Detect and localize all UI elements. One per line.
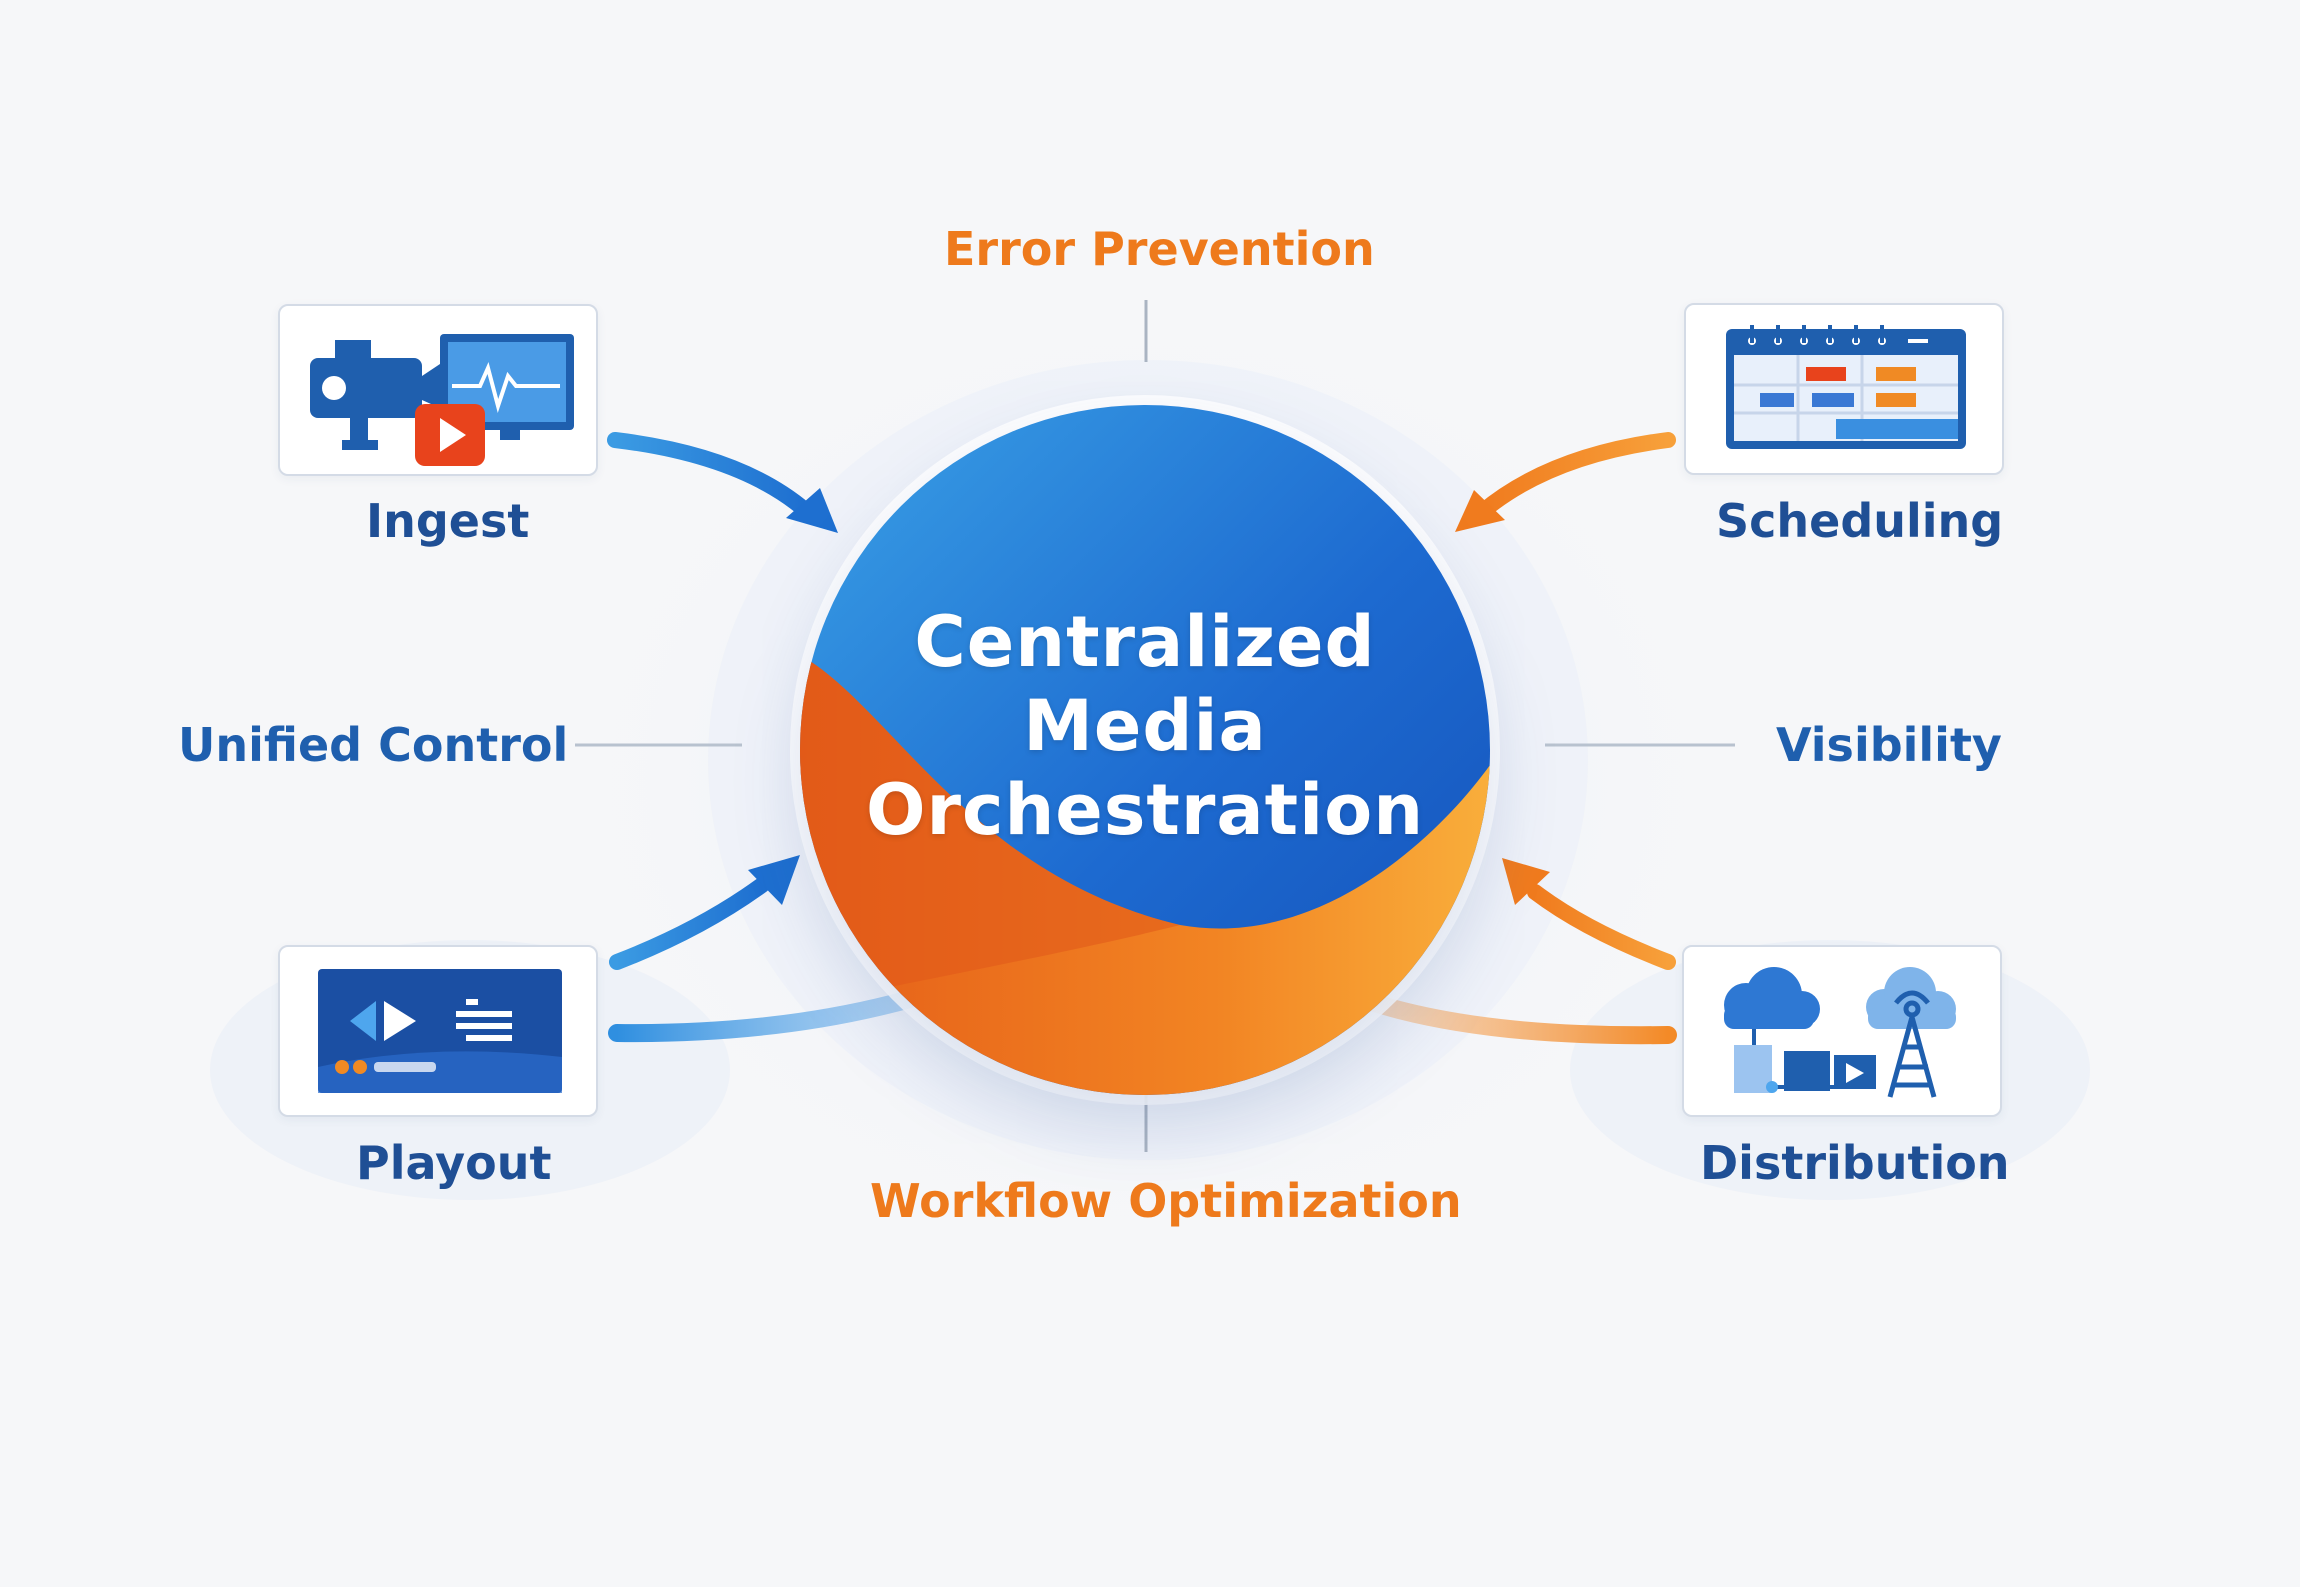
aspect-error-prevention: Error Prevention: [944, 222, 1375, 276]
playout-label: Playout: [356, 1136, 552, 1190]
scheduling-card: [1684, 303, 2004, 475]
hub-title-line-2: Media: [1023, 685, 1267, 767]
playout-arrowhead: [748, 855, 800, 905]
hub-title-line-3: Orchestration: [865, 769, 1425, 851]
distribution-label: Distribution: [1700, 1136, 2010, 1190]
aspect-unified-control: Unified Control: [178, 718, 569, 772]
playout-card: [278, 945, 598, 1117]
distribution-arrowhead: [1502, 858, 1550, 905]
hub-sphere: [800, 405, 1490, 1095]
scheduling-label: Scheduling: [1716, 494, 2004, 548]
ingest-label: Ingest: [366, 494, 530, 548]
distribution-arrow-upper: [1527, 884, 1676, 970]
calendar-schedule-icon: [1726, 325, 1966, 449]
hub-title-line-1: Centralized: [914, 601, 1376, 683]
aspect-workflow-optimization: Workflow Optimization: [870, 1174, 1462, 1228]
aspect-visibility: Visibility: [1776, 718, 2002, 772]
playout-arrow-upper: [609, 877, 770, 970]
cloud-tower-icon: [1724, 967, 1956, 1098]
playout-screen-icon: [318, 969, 562, 1093]
ingest-card: [278, 304, 598, 476]
ingest-arrow: [607, 432, 813, 518]
scheduling-arrow: [1474, 432, 1676, 520]
central-hub: Centralized Media Orchestration: [800, 405, 1490, 1095]
camera-monitor-play-icon: [310, 334, 574, 466]
hub-title: Centralized Media Orchestration: [800, 600, 1490, 852]
distribution-card: [1682, 945, 2002, 1117]
